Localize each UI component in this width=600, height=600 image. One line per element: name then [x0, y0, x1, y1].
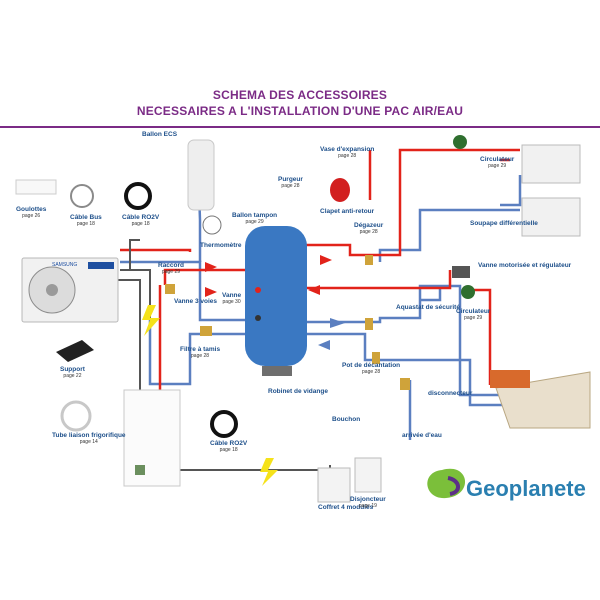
floor-heating	[490, 370, 591, 429]
samsung-label: SAMSUNG	[52, 262, 77, 268]
label-clapet: Clapet anti-retour	[320, 208, 375, 215]
flow-arrows	[205, 255, 345, 350]
expansion-vessel	[330, 178, 350, 202]
ecs-tank	[187, 139, 215, 211]
lightning-icon	[142, 305, 160, 336]
label-robinet: Robinet de vidange	[268, 388, 328, 395]
label-thermometre: Thermomètre	[200, 242, 242, 249]
buffer-tank	[245, 226, 307, 376]
label-ballon-ecs: Ballon ECS	[142, 131, 178, 138]
hot-pipes	[120, 148, 520, 394]
radiators	[521, 144, 581, 237]
components	[165, 135, 475, 503]
label-bouchon: Bouchon	[332, 416, 361, 423]
lightning-icon	[260, 458, 278, 486]
label-soupape: Soupape différentielle	[470, 220, 538, 227]
title-rule	[0, 126, 600, 128]
label-vanne-3-voies: Vanne 3 voies	[174, 298, 217, 305]
brand-logo	[427, 468, 466, 499]
label-coffret: Coffret 4 modules	[318, 504, 374, 511]
outdoor-unit	[21, 257, 119, 323]
brand-name: Geoplanete	[466, 476, 586, 501]
title-line-1: SCHEMA DES ACCESSOIRES	[212, 88, 388, 102]
thermometer-gauge	[202, 215, 222, 235]
label-disconnecteur: disconnecteur	[428, 390, 473, 397]
label-aquastat: Aquastat de sécurité	[396, 304, 460, 311]
label-vanne-motorisee: Vanne motorisée et régulateur	[478, 262, 572, 269]
label-arrivee: arrivée d'eau	[402, 432, 442, 439]
title-line-2: NECESSAIRES A L'INSTALLATION D'UNE PAC A…	[136, 104, 464, 118]
accessories	[15, 179, 238, 438]
indoor-unit	[123, 389, 181, 487]
